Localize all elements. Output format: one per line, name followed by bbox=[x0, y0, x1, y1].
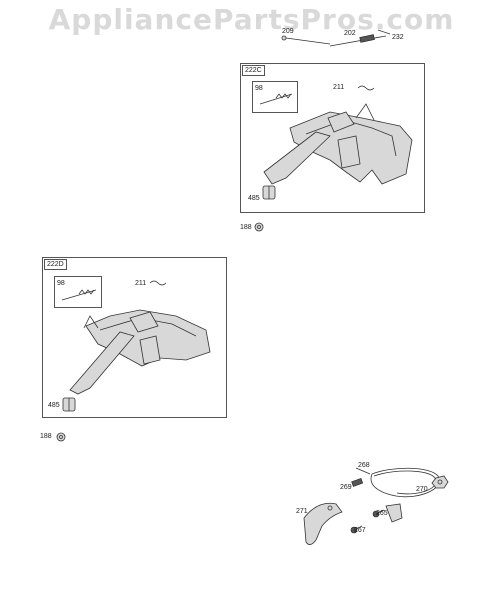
panel-222d-inset-label: 98 bbox=[57, 280, 65, 287]
watermark-logo: AppliancePartsPros.com bbox=[48, 3, 455, 36]
panel-222d-part-188: 188 bbox=[40, 433, 52, 440]
panel-222d-tag: 222D bbox=[44, 259, 67, 270]
panel-222c-tag: 222C bbox=[242, 65, 265, 76]
nut-icon bbox=[431, 475, 449, 489]
nut-icon bbox=[254, 222, 264, 232]
part-269-label: 269 bbox=[340, 484, 352, 491]
part-270-label: 270 bbox=[416, 486, 428, 493]
panel-222d-part-211: 211 bbox=[135, 280, 147, 287]
part-209-label: 209 bbox=[282, 28, 294, 35]
clip-icon bbox=[385, 503, 403, 523]
panel-222c-inset bbox=[252, 81, 298, 113]
panel-222c-part-485: 485 bbox=[248, 195, 260, 202]
panel-222c-part-188: 188 bbox=[240, 224, 252, 231]
part-271-label: 271 bbox=[296, 508, 308, 515]
part-267-label: 267 bbox=[354, 527, 366, 534]
nut-icon bbox=[56, 432, 66, 442]
fitting-icon bbox=[351, 478, 364, 487]
panel-222d-inset bbox=[54, 276, 102, 308]
part-265-label: 265 bbox=[376, 510, 388, 517]
lever-icon bbox=[303, 502, 343, 545]
panel-222c-inset-label: 98 bbox=[255, 85, 263, 92]
part-232-label: 232 bbox=[392, 34, 404, 41]
part-268-label: 268 bbox=[358, 462, 370, 469]
panel-222c-part-211: 211 bbox=[333, 84, 345, 91]
part-202-label: 202 bbox=[344, 30, 356, 37]
panel-222d-part-485: 485 bbox=[48, 402, 60, 409]
